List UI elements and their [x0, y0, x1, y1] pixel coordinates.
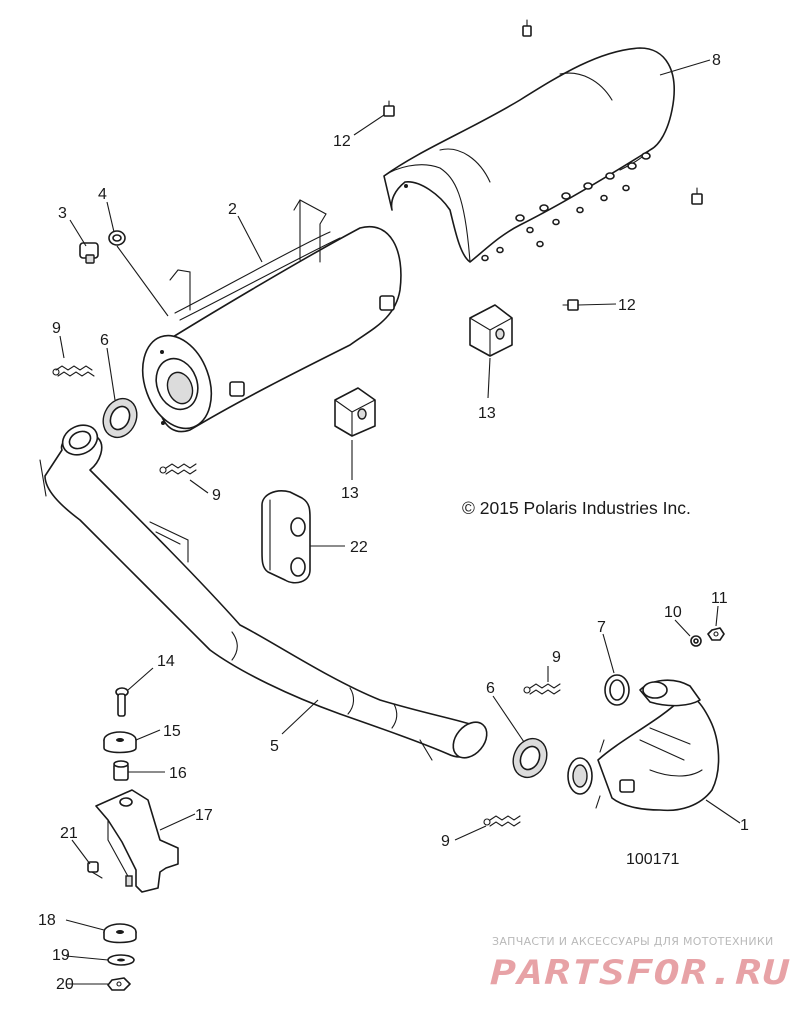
screw-part-12-top	[522, 19, 532, 37]
spring-part-9-b	[159, 463, 197, 475]
callout-15: 15	[163, 723, 181, 740]
callout-13-b: 13	[341, 485, 359, 502]
callout-5: 5	[270, 738, 279, 755]
plug-part-3	[79, 242, 99, 264]
callout-8: 8	[712, 52, 721, 69]
elbow-pipe-part-1	[567, 679, 720, 812]
callout-19: 19	[52, 947, 70, 964]
rubber-mount-part-22	[261, 490, 311, 584]
callout-11: 11	[711, 590, 728, 607]
callout-9-d: 9	[441, 833, 450, 850]
bolt-part-21	[87, 861, 103, 879]
washer-part-19	[107, 954, 135, 966]
nut-part-20	[107, 977, 131, 991]
callout-21: 21	[60, 825, 78, 842]
callout-3: 3	[58, 205, 67, 222]
washer-part-10	[690, 635, 702, 647]
copyright-notice: © 2015 Polaris Industries Inc.	[462, 498, 691, 518]
callout-14: 14	[157, 653, 175, 670]
callout-9-b: 9	[212, 487, 221, 504]
callout-6-lower: 6	[486, 680, 495, 697]
head-pipe-part-5	[39, 424, 488, 761]
callout-18: 18	[38, 912, 56, 929]
washer-part-4	[108, 230, 126, 246]
pin-part-14	[115, 687, 129, 717]
spring-part-9-d	[483, 815, 521, 827]
watermark-tagline: ЗАПЧАСТИ И АКСЕССУАРЫ ДЛЯ МОТОТЕХНИКИ	[492, 935, 774, 948]
diagram-reference-number: 100171	[626, 851, 679, 868]
isolator-part-13-lower	[334, 387, 376, 437]
grommet-part-15	[103, 731, 137, 754]
callout-2: 2	[228, 201, 237, 218]
bushing-part-16	[113, 760, 129, 781]
callout-9-c: 9	[552, 649, 561, 666]
gasket-part-6-lower	[512, 737, 548, 779]
muffler-part-2	[141, 199, 402, 433]
callout-13-a: 13	[478, 405, 496, 422]
callout-22: 22	[350, 539, 368, 556]
screw-part-12-mid	[562, 299, 579, 311]
nut-part-11	[707, 627, 725, 641]
isolator-part-13-upper	[469, 304, 513, 357]
callout-12-b: 12	[618, 297, 636, 314]
gasket-part-6-upper	[102, 397, 138, 439]
heat-shield-vent-holes	[481, 152, 651, 262]
callout-6-upper: 6	[100, 332, 109, 349]
leader-lines	[59, 59, 741, 985]
callout-1: 1	[740, 817, 749, 834]
washer-part-18	[103, 923, 137, 944]
callout-16: 16	[169, 765, 187, 782]
callout-17: 17	[195, 807, 213, 824]
bracket-part-17	[95, 789, 179, 893]
watermark-brand: PARTSFOR.RU	[490, 953, 791, 993]
callout-9-a: 9	[52, 320, 61, 337]
watermark: ЗАПЧАСТИ И АКСЕССУАРЫ ДЛЯ МОТОТЕХНИКИ PA…	[490, 935, 791, 993]
heat-shield-part-8	[383, 47, 675, 263]
callout-7: 7	[597, 619, 606, 636]
callout-4: 4	[98, 186, 107, 203]
callout-12-a: 12	[333, 133, 351, 150]
spring-part-9-c	[523, 683, 561, 695]
callout-10: 10	[664, 604, 682, 621]
spring-part-9-a	[52, 365, 95, 377]
screw-part-12-left	[383, 100, 395, 117]
callout-20: 20	[56, 976, 74, 993]
oring-part-7	[604, 674, 630, 706]
callout-labels: 1 2 3 4 5 6 6 7 8 9 9 9 9 10 11 12 12 13…	[38, 52, 749, 993]
screw-part-12-right	[691, 187, 703, 205]
